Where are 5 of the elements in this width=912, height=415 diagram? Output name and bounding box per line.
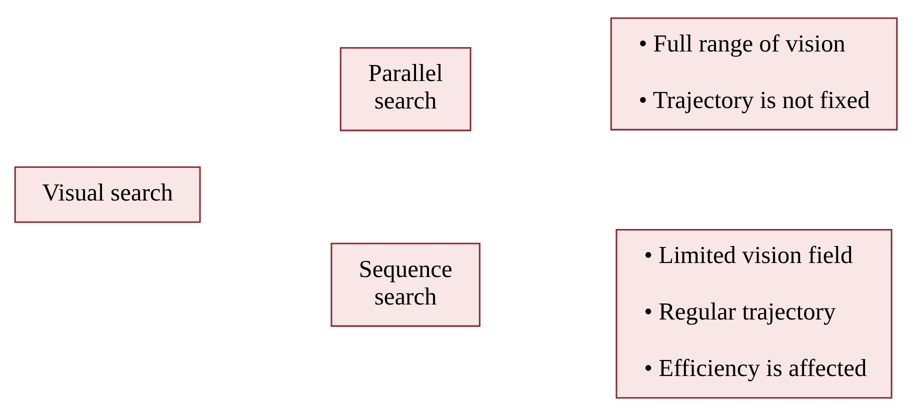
node-box: • Full range of vision • Trajectory is not fixed [610, 16, 898, 130]
node-box: • Limited vision field • Regular trajectory • Efficiency is affected [616, 228, 892, 398]
node-box: Sequence search [330, 242, 480, 326]
node-box: Visual search [14, 166, 201, 222]
node-box: Parallel search [340, 46, 472, 131]
